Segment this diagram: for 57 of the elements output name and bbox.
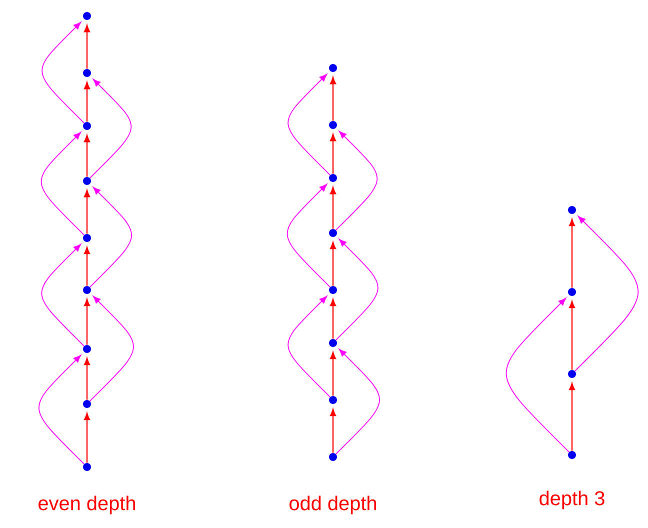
dot: [83, 400, 91, 408]
dot: [83, 69, 91, 77]
arrow: [568, 300, 576, 370]
dot: [83, 176, 91, 185]
column-label: even depth: [38, 496, 135, 514]
dot: [568, 206, 576, 214]
curved-arrow: [286, 184, 330, 288]
dot: [83, 234, 91, 242]
curved-arrow: [42, 22, 84, 124]
arrow: [330, 408, 336, 453]
arrow: [568, 382, 576, 451]
dot: [83, 344, 91, 353]
arrow: [84, 412, 90, 463]
dot: [568, 288, 576, 296]
arrow: [84, 134, 90, 177]
arrow: [84, 82, 90, 122]
curved-arrow: [506, 298, 570, 452]
column-label: depth 3: [540, 490, 604, 510]
arrow: [330, 134, 336, 174]
curved-arrow: [90, 78, 132, 178]
dot: [329, 120, 337, 129]
arrow: [84, 246, 90, 286]
dot: [329, 228, 337, 237]
dot: [568, 450, 576, 459]
curved-arrow: [288, 296, 330, 398]
curved-arrow: [288, 74, 330, 176]
curved-arrow: [90, 186, 132, 288]
arrow: [84, 298, 90, 345]
arrow: [330, 298, 336, 339]
dot: [568, 370, 576, 378]
arrow: [330, 242, 336, 286]
arrow: [84, 24, 90, 69]
dot: [329, 174, 337, 182]
curved-arrow: [574, 216, 639, 372]
dot: [329, 338, 337, 347]
curved-arrow: [336, 348, 380, 454]
curved-arrow: [90, 296, 134, 402]
curved-arrow: [40, 132, 84, 236]
arrow: [568, 218, 576, 288]
arrow: [330, 186, 336, 229]
dot: [83, 122, 91, 130]
curved-arrow: [38, 354, 84, 464]
dot: [83, 12, 91, 20]
curved-arrow: [336, 238, 378, 340]
dot: [329, 452, 337, 461]
arrow: [84, 358, 90, 400]
arrow: [84, 190, 90, 234]
dot: [329, 286, 337, 294]
dot: [83, 286, 91, 294]
dot: [329, 64, 337, 72]
dot: [329, 396, 337, 404]
curved-arrow: [41, 244, 84, 346]
curved-arrow: [336, 130, 378, 230]
arrow: [330, 352, 336, 396]
column-label: odd depth: [290, 496, 376, 514]
arrow: [330, 76, 336, 121]
dot: [83, 462, 91, 471]
